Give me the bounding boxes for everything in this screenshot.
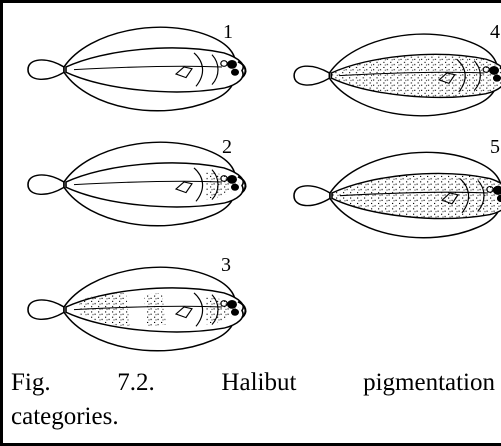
halibut-category-2 <box>28 142 245 226</box>
halibut-category-4 <box>294 34 501 116</box>
label-2: 2 <box>222 136 232 158</box>
caption-word: pigmentation <box>363 366 495 400</box>
caption-word: Halibut <box>221 366 296 400</box>
caption-word: 7.2. <box>117 366 155 400</box>
label-4: 4 <box>490 21 500 43</box>
caption-line-2: categories. <box>11 403 119 430</box>
halibut-category-5 <box>294 152 501 237</box>
label-3: 3 <box>221 254 231 276</box>
halibut-category-3 <box>28 267 245 351</box>
figure-caption: Fig. 7.2. Halibut pigmentation categorie… <box>11 366 499 434</box>
label-1: 1 <box>223 21 233 43</box>
halibut-category-1 <box>28 27 245 111</box>
caption-word: Fig. <box>11 366 51 400</box>
caption-line-1: Fig. 7.2. Halibut pigmentation <box>11 366 495 400</box>
label-5: 5 <box>490 136 500 158</box>
